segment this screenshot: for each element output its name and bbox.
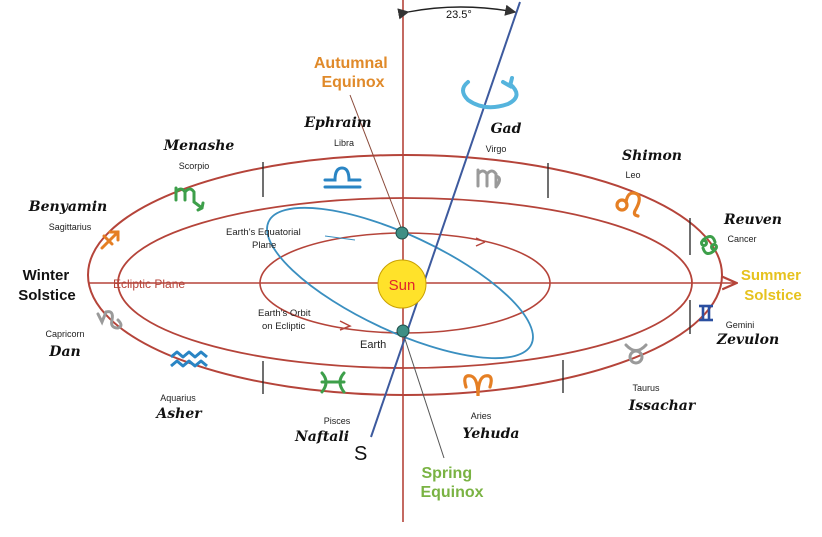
- aquarius-icon: [170, 350, 208, 368]
- summer-solstice-label: Summer Solstice: [741, 267, 805, 304]
- equatorial-plane-label: Earth's Equatorial Plane: [226, 227, 303, 251]
- sign-label-taurus: Taurus: [632, 383, 660, 393]
- sun: [377, 259, 427, 309]
- winter-solstice-label: Winter Solstice: [18, 267, 76, 304]
- sign-label-leo: Leo: [625, 170, 640, 180]
- tribe-label-zevulon: Zevulon: [716, 332, 779, 348]
- orbit-arrow-top: [475, 237, 486, 247]
- tribe-label-reuven: Reuven: [723, 212, 782, 228]
- tilted-axis: [370, 1, 521, 438]
- orbit-arrow-bottom: [339, 320, 352, 331]
- leo-icon: [615, 191, 641, 218]
- scorpio-icon: [174, 186, 205, 212]
- tribe-label-issachar: Issachar: [628, 398, 697, 414]
- sign-label-aquarius: Aquarius: [160, 393, 196, 403]
- sign-label-pisces: Pisces: [324, 416, 351, 426]
- earth-bottom: [396, 324, 410, 338]
- tribe-label-asher: Asher: [154, 406, 203, 422]
- autumnal-pointer: [349, 94, 403, 231]
- libra-icon: [323, 166, 362, 189]
- sagittarius-icon: [100, 230, 120, 250]
- band-dividers: [262, 162, 691, 394]
- earth-top: [395, 226, 409, 240]
- tilt-angle-arc: [397, 4, 517, 20]
- ecliptic-plane-label: Ecliptic Plane: [113, 277, 185, 291]
- tribe-label-gad: Gad: [491, 121, 522, 137]
- tribe-label-naftali: Naftali: [294, 429, 349, 445]
- tribe-label-menashe: Menashe: [163, 138, 235, 154]
- tilt-angle-label: 23.5°: [446, 9, 472, 21]
- tribe-label-benyamin: Benyamin: [28, 199, 107, 215]
- sign-label-capricorn: Capricorn: [45, 329, 84, 339]
- sign-label-aries: Aries: [471, 411, 492, 421]
- virgo-icon: [476, 168, 501, 189]
- spring-equinox-label: Spring Equinox: [420, 465, 483, 501]
- tribe-label-ephraim: Ephraim: [303, 115, 371, 131]
- gemini-icon: [699, 304, 713, 322]
- cancer-icon: [700, 235, 718, 255]
- sign-label-scorpio: Scorpio: [179, 161, 210, 171]
- capricorn-icon: [96, 310, 123, 330]
- autumnal-equinox-label: Autumnal Equinox: [314, 55, 392, 91]
- sign-label-gemini: Gemini: [726, 320, 755, 330]
- axis-end-label: S: [354, 443, 367, 465]
- aries-icon: [463, 374, 493, 397]
- sun-label: Sun: [389, 277, 416, 294]
- equatorial-plane: [266, 206, 534, 360]
- tribe-label-yehuda: Yehuda: [463, 426, 520, 442]
- sign-label-libra: Libra: [334, 138, 354, 148]
- taurus-icon: [624, 343, 648, 365]
- sign-label-virgo: Virgo: [486, 144, 507, 154]
- rotation-arrow-icon: [461, 76, 519, 110]
- tribe-label-shimon: Shimon: [622, 148, 682, 164]
- sign-label-sagittarius: Sagittarius: [49, 222, 92, 232]
- zodiac-band-outer: [87, 154, 723, 396]
- equatorial-label-pointer: [324, 235, 356, 241]
- spring-pointer: [402, 332, 445, 459]
- pisces-icon: [320, 371, 346, 394]
- tribe-label-dan: Dan: [48, 344, 80, 360]
- orbit-label: Earth's Orbit on Ecliptic: [258, 308, 313, 332]
- earth-label: Earth: [360, 339, 386, 351]
- sign-label-cancer: Cancer: [727, 234, 756, 244]
